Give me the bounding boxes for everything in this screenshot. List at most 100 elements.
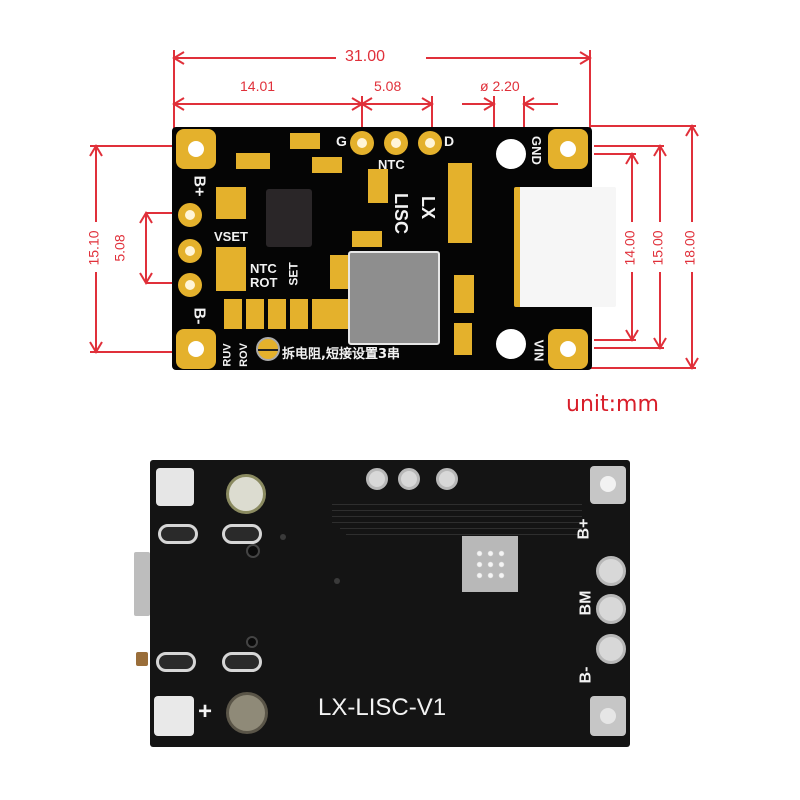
resistor [368, 169, 388, 203]
resistor [216, 261, 246, 277]
silk-set: SET [286, 262, 301, 286]
right-pin-bm [596, 594, 626, 624]
resistor [268, 299, 286, 329]
right-pin-1 [596, 556, 626, 586]
top-view-board: B+ B- G NTC D LX LISC GND VIN VSET NTC R… [172, 127, 616, 370]
dim-outer-pad-span: 15.00 [649, 230, 666, 266]
resistor [216, 187, 246, 203]
oval-pad [156, 652, 196, 672]
silk-b-minus: B- [577, 666, 595, 684]
g-pin [350, 131, 374, 155]
resistor [454, 323, 472, 355]
resistor [312, 299, 330, 329]
usb-c-connector [514, 187, 616, 307]
dim-inner-pad-span: 14.00 [621, 230, 638, 266]
dim-hole-diameter: ø 2.20 [480, 78, 520, 94]
resistor [448, 227, 472, 243]
resistor [352, 231, 382, 247]
bottom-view-board: LX-LISC-V1 + B+ BM B- [150, 460, 630, 747]
resistor [236, 153, 270, 169]
mount-hole-bottom [496, 329, 526, 359]
mount-hole-top [496, 139, 526, 169]
controller-ic [266, 189, 312, 247]
gnd-pad [548, 129, 588, 169]
silk-g: G [336, 133, 347, 149]
dim-mid-pin-pitch: 5.08 [111, 234, 128, 262]
silk-b-minus: B- [190, 307, 208, 325]
silk-ntc-top: NTC [378, 157, 405, 172]
resistor [290, 299, 308, 329]
silk-rov: ROV [237, 343, 250, 367]
top-pin-2 [398, 468, 420, 490]
trace [332, 504, 582, 505]
usb-c-edge-stub [136, 652, 148, 666]
silk-lisc: LISC [391, 192, 412, 235]
top-pin-3 [436, 468, 458, 490]
resistor [330, 255, 348, 289]
inductor [348, 251, 440, 345]
resistor [448, 211, 472, 227]
via [334, 578, 340, 584]
left-pin-3 [178, 273, 202, 297]
resistor [312, 157, 342, 173]
oval-pad [222, 652, 262, 672]
b-plus-pad [176, 129, 216, 169]
silk-note-cn: 拆电阻,短接设置3串 [282, 347, 400, 362]
resistor [216, 247, 246, 263]
right-pin-3 [596, 634, 626, 664]
silk-ntc: NTC [250, 261, 277, 276]
oval-pad [222, 524, 262, 544]
plus-round-pad [226, 692, 268, 734]
resistor [454, 275, 474, 313]
dim-pin-pitch: 5.08 [374, 78, 402, 94]
resistor [448, 179, 472, 195]
trace [340, 528, 582, 529]
trace [332, 510, 582, 511]
dim-overall-width: 31.00 [345, 48, 386, 65]
dim-pad-offset: 14.01 [240, 78, 276, 94]
ntc-pin [384, 131, 408, 155]
usb-c-edge-bottom [134, 552, 150, 616]
silk-d: D [444, 133, 455, 149]
oval-pad [158, 524, 198, 544]
trace [332, 516, 582, 517]
silk-b-plus: B+ [190, 175, 208, 197]
resistor [216, 203, 246, 219]
corner-pad-bottom-left [154, 696, 194, 736]
trace [332, 522, 582, 523]
silk-plus: + [198, 698, 213, 725]
silk-lx: LX [418, 195, 439, 220]
vin-pad [548, 329, 588, 369]
dim-board-height: 18.00 [681, 230, 698, 266]
silk-vin: VIN [531, 339, 547, 362]
via [280, 534, 286, 540]
b-plus-pad [590, 466, 626, 504]
via [246, 636, 258, 648]
resistor [448, 163, 472, 179]
silk-vset: VSET [214, 229, 248, 244]
silk-model: LX-LISC-V1 [318, 694, 447, 721]
resistor [448, 195, 472, 211]
b-minus-pad [590, 696, 626, 736]
silk-bm: BM [577, 590, 595, 616]
solder-jumper [256, 337, 280, 361]
corner-pad-top-left [156, 468, 194, 506]
resistor [246, 299, 264, 329]
silk-rot: ROT [250, 275, 278, 290]
silk-ruv: RUV [221, 343, 234, 367]
dim-battery-pad-spacing: 15.10 [85, 230, 102, 266]
silk-gnd: GND [528, 136, 544, 165]
thermal-pad [462, 536, 518, 592]
b-minus-pad [176, 329, 216, 369]
resistor [224, 299, 242, 329]
left-pin-2 [178, 239, 202, 263]
d-pin [418, 131, 442, 155]
trace [346, 534, 582, 535]
resistor [290, 133, 320, 149]
silk-b-plus: B+ [575, 518, 593, 540]
via [246, 544, 260, 558]
top-pin-1 [366, 468, 388, 490]
unit-label: unit:mm [566, 392, 659, 417]
resistor [330, 299, 348, 329]
